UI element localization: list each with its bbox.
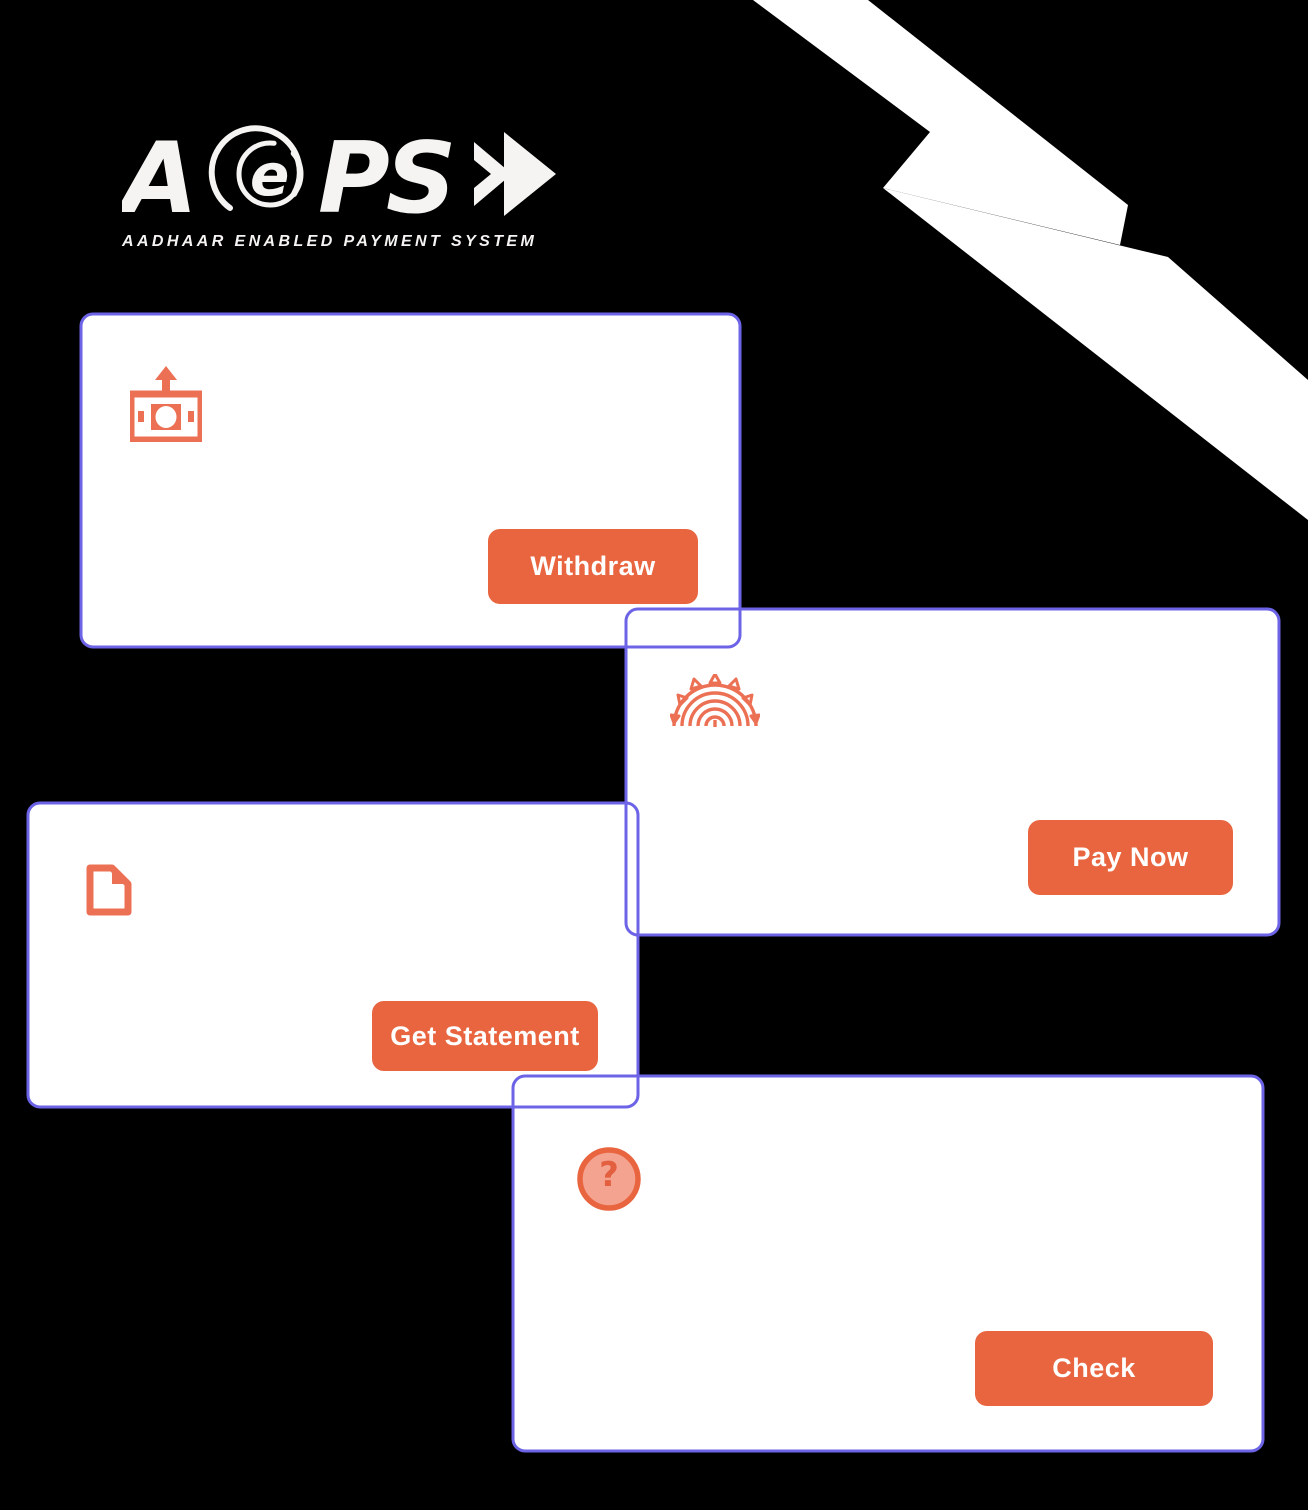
question-icon: ? — [577, 1147, 641, 1211]
card-pay-now: Pay Now — [626, 609, 1279, 935]
aadhaar-sun-icon — [670, 674, 760, 727]
fingerprint-icon — [208, 125, 304, 211]
card-withdraw: Withdraw — [81, 314, 740, 647]
get-statement-button[interactable]: Get Statement — [372, 1001, 598, 1071]
card-check: ? Check — [513, 1076, 1263, 1451]
cash-withdraw-icon — [130, 366, 202, 442]
logo-arrow-icon — [474, 132, 556, 216]
card-get-statement: Get Statement — [28, 803, 638, 1107]
aeps-logo: A e PS AADHAAR ENABLED PAYMENT SYSTEM — [115, 122, 582, 251]
aeps-logo-mark: A e PS — [115, 122, 556, 236]
logo-letters-ps: PS — [318, 124, 452, 224]
logo-letter-e: e — [250, 141, 289, 209]
question-glyph: ? — [599, 1155, 619, 1195]
logo-letter-a: A — [122, 124, 198, 224]
withdraw-button[interactable]: Withdraw — [488, 529, 698, 604]
pay-now-button[interactable]: Pay Now — [1028, 820, 1233, 895]
document-icon — [86, 864, 132, 916]
check-button[interactable]: Check — [975, 1331, 1213, 1406]
logo-tagline: AADHAAR ENABLED PAYMENT SYSTEM — [122, 233, 538, 250]
